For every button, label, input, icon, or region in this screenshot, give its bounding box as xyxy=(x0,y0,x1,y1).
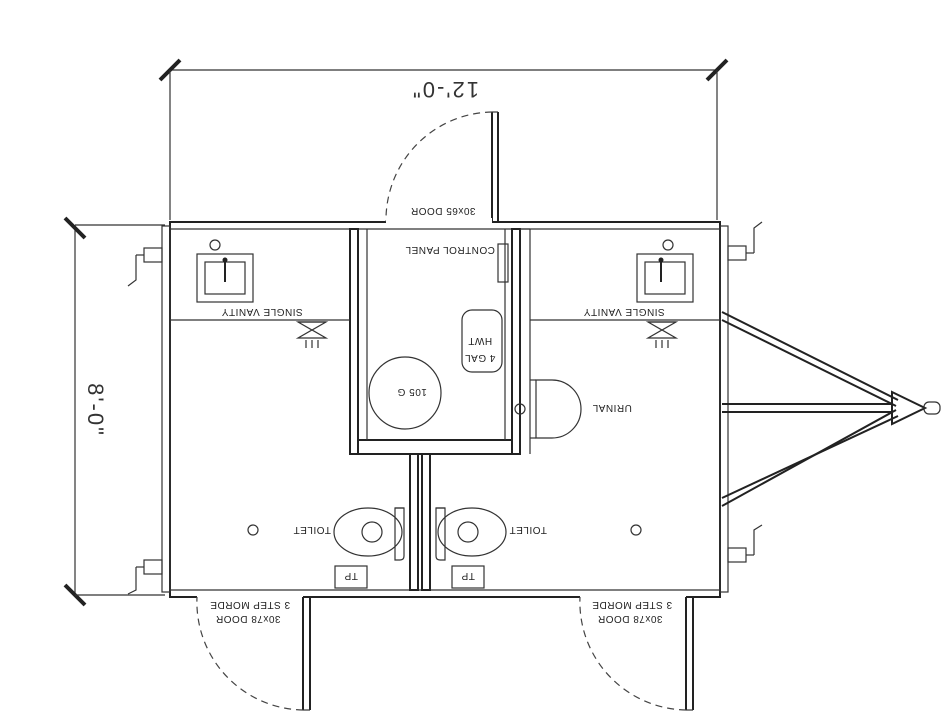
tp-holder-right xyxy=(451,565,485,589)
floor-drain-icon-left xyxy=(247,524,259,536)
door-label-left-2: 3 STEP MORDE xyxy=(210,599,290,610)
left-toilet: TOILET TP xyxy=(247,507,405,589)
right-toilet: TOILET TP xyxy=(435,507,642,589)
top-door-label: 30x65 DOOR xyxy=(410,205,475,216)
jack-bottom-right xyxy=(727,524,763,563)
urinal-label: URINAL xyxy=(592,402,632,413)
toilet-label-right: TOILET xyxy=(509,524,547,535)
width-dimension-label: 12'-0" xyxy=(411,77,479,102)
bottom-right-door: 30x78 DOOR 3 STEP MORDE xyxy=(579,593,694,711)
left-vanity: SINGLE VANITY xyxy=(196,239,329,348)
interior-partitions xyxy=(170,228,720,591)
faucet-icon-left xyxy=(209,239,221,251)
valve-icon-right xyxy=(645,321,679,348)
door-label-left-1: 30x78 DOOR xyxy=(215,613,280,624)
depth-dimension: 8'-0" xyxy=(63,216,165,607)
width-dimension: 12'-0" xyxy=(158,58,729,220)
trailer-tongue xyxy=(721,311,941,507)
door-label-right-1: 30x78 DOOR xyxy=(597,613,662,624)
urinal: URINAL xyxy=(514,379,632,439)
jack-top-right xyxy=(727,221,763,261)
control-panel-label: CONTROL PANEL xyxy=(405,244,495,255)
water-heater xyxy=(461,309,503,373)
control-panel xyxy=(497,243,509,283)
water-tank-label: 105 G xyxy=(397,386,427,397)
toilet-label-left: TOILET xyxy=(293,524,331,535)
door-label-right-2: 3 STEP MORDE xyxy=(592,599,672,610)
top-door: 30x65 DOOR xyxy=(385,111,499,226)
tp-label-right: TP xyxy=(461,570,475,581)
vanity-label-right: SINGLE VANITY xyxy=(583,306,664,317)
faucet-icon-right xyxy=(662,239,674,251)
hitch-coupler xyxy=(923,401,941,415)
utility-fixtures: CONTROL PANEL 4 GAL HWT 105 G xyxy=(368,243,509,430)
sink-left xyxy=(196,253,254,303)
tp-label-left: TP xyxy=(344,570,358,581)
sink-right xyxy=(636,253,694,303)
valve-icon-left xyxy=(295,321,329,348)
floor-drain-icon-right xyxy=(630,524,642,536)
vanity-label-left: SINGLE VANITY xyxy=(221,306,302,317)
urinal-flush-icon xyxy=(514,403,526,415)
water-heater-label-1: 4 GAL xyxy=(465,352,496,363)
bottom-left-door: 30x78 DOOR 3 STEP MORDE xyxy=(196,593,311,711)
water-heater-label-2: HWT xyxy=(468,335,492,346)
tp-holder-left xyxy=(334,565,368,589)
jack-top-left xyxy=(127,247,163,287)
water-tank xyxy=(368,356,442,430)
right-vanity: SINGLE VANITY xyxy=(583,239,694,348)
jack-bottom-left xyxy=(127,559,163,595)
depth-dimension-label: 8'-0" xyxy=(83,383,108,437)
